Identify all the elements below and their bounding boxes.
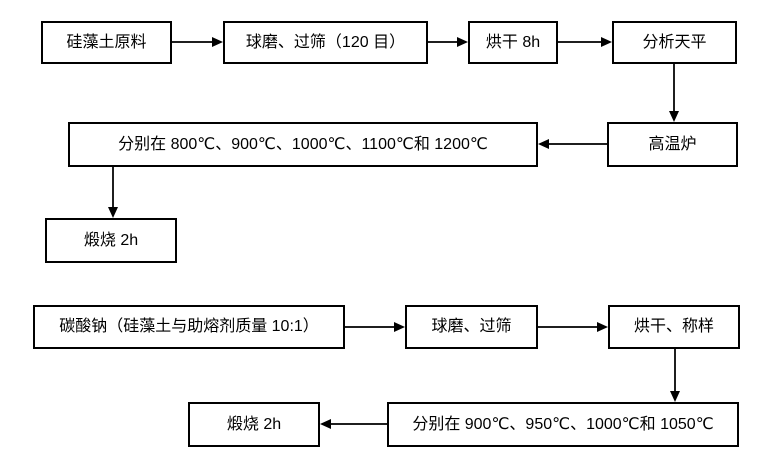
arrow-line — [172, 41, 212, 43]
arrow-line — [549, 143, 607, 145]
node-sodium-carbonate: 碳酸钠（硅藻土与助熔剂质量 10:1） — [33, 305, 345, 349]
node-calcine-2h-1: 煅烧 2h — [45, 218, 177, 263]
arrow-line — [345, 326, 394, 328]
arrowhead-right-icon — [597, 322, 608, 332]
arrow-line — [112, 167, 114, 207]
arrowhead-left-icon — [538, 139, 549, 149]
arrow-line — [331, 423, 387, 425]
arrowhead-down-icon — [669, 111, 679, 122]
node-ball-mill-sieve-2: 球磨、过筛 — [405, 305, 538, 349]
arrowhead-left-icon — [320, 419, 331, 429]
node-dry-weigh: 烘干、称样 — [608, 305, 740, 349]
node-ball-mill-sieve-120: 球磨、过筛（120 目） — [223, 21, 428, 64]
arrow-line — [538, 326, 597, 328]
node-dry-8h: 烘干 8h — [468, 21, 558, 64]
arrowhead-right-icon — [394, 322, 405, 332]
arrow-line — [674, 349, 676, 391]
node-high-temp-furnace: 高温炉 — [607, 122, 738, 167]
node-calcination-temperatures-2: 分别在 900℃、950℃、1000℃和 1050℃ — [387, 402, 739, 447]
node-analytical-balance: 分析天平 — [612, 21, 737, 64]
arrow-line — [558, 41, 601, 43]
arrow-line — [428, 41, 457, 43]
arrowhead-down-icon — [108, 207, 118, 218]
arrow-line — [673, 64, 675, 111]
arrowhead-right-icon — [212, 37, 223, 47]
arrowhead-right-icon — [457, 37, 468, 47]
arrowhead-down-icon — [670, 391, 680, 402]
node-calcination-temperatures-1: 分别在 800℃、900℃、1000℃、1100℃和 1200℃ — [68, 122, 538, 167]
node-calcine-2h-2: 煅烧 2h — [188, 402, 320, 447]
arrowhead-right-icon — [601, 37, 612, 47]
node-diatomite-raw-material: 硅藻土原料 — [41, 21, 172, 64]
